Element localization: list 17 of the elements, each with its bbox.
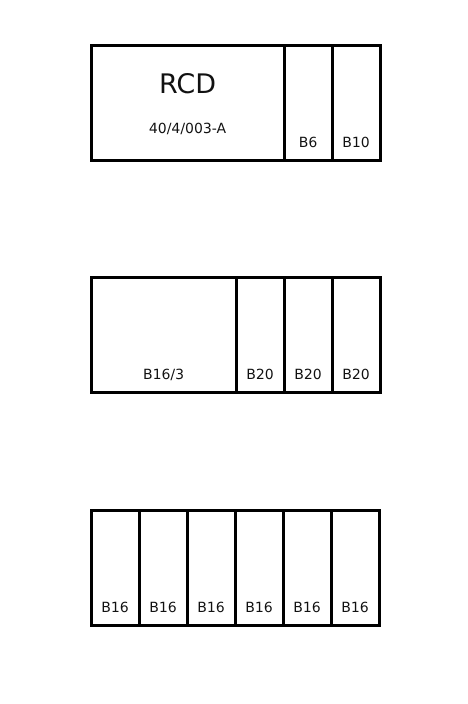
breaker-rating: B16 bbox=[340, 600, 370, 616]
breaker-box bbox=[90, 276, 238, 394]
breaker-rating: B16/3 bbox=[142, 366, 186, 382]
breaker-rating: B16 bbox=[100, 600, 130, 616]
breaker-box bbox=[90, 508, 140, 626]
breaker-rating: B20 bbox=[341, 366, 371, 382]
device-code: 40/4/003-A bbox=[148, 120, 228, 136]
device-title: RCD bbox=[158, 68, 218, 100]
breaker-rating: B16 bbox=[196, 600, 226, 616]
breaker-rating: B16 bbox=[244, 600, 274, 616]
breaker-rating: B6 bbox=[298, 134, 318, 150]
breaker-rating: B20 bbox=[245, 366, 275, 382]
breaker-rating: B16 bbox=[148, 600, 178, 616]
breaker-rating: B10 bbox=[341, 134, 371, 150]
breaker-rating: B16 bbox=[292, 600, 322, 616]
breaker-rating: B20 bbox=[293, 366, 323, 382]
rcd-box bbox=[90, 44, 286, 162]
